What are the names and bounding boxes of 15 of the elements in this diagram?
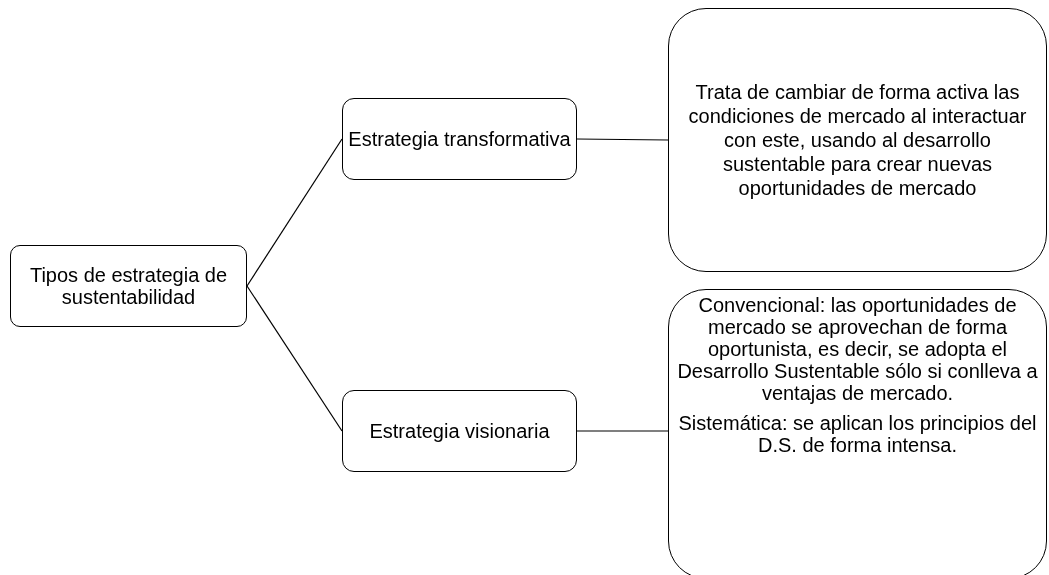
rounded-box: [10, 245, 247, 327]
node-text: Sistemática: se aplican los principios del D.S. de forma intensa.: [677, 412, 1038, 456]
connector-line: [576, 430, 669, 432]
rounded-box: [342, 390, 577, 472]
connector-line: [246, 285, 343, 432]
node-text: Estrategia transformativa: [348, 128, 571, 150]
rounded-box: [342, 98, 577, 180]
connector-line: [576, 138, 669, 141]
node-text: Trata de cambiar de forma activa las condiciones de mercado al interactuar con este, usando al desarrollo sustentable para crear nuevas oportunidades de mercado: [687, 80, 1028, 200]
rounded-box: [668, 8, 1047, 272]
node-text: Estrategia visionaria: [369, 420, 550, 442]
node-text: Convencional: las oportunidades de mercado se aprovechan de forma oportunista, es decir, se adopta el Desarrollo Sustentable sólo si conlleva a ventajas de mercado.: [677, 294, 1038, 404]
rounded-box: [668, 289, 1047, 575]
node-text: Tipos de estrategia de sustentabilidad: [28, 264, 229, 308]
connector-line: [246, 138, 343, 287]
